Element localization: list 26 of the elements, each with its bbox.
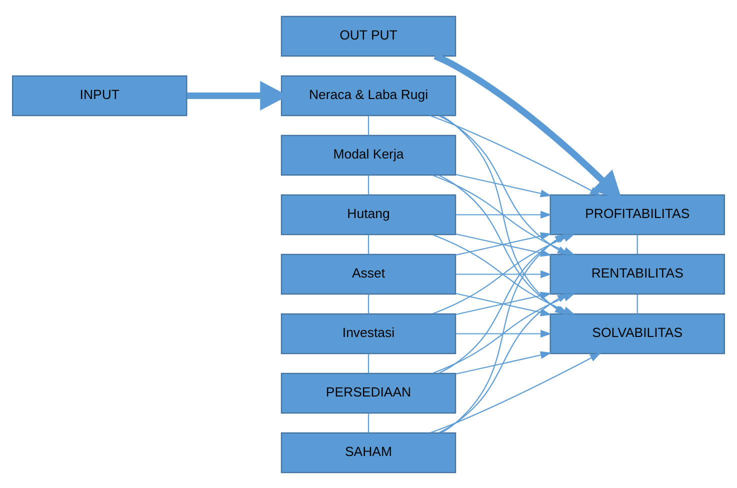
connector xyxy=(368,353,370,373)
arrow xyxy=(430,352,601,433)
connector xyxy=(368,412,370,432)
arrow xyxy=(456,270,552,278)
node-box: Investasi xyxy=(280,312,456,354)
arrow xyxy=(456,350,552,374)
connector xyxy=(368,294,370,314)
node-box: RENTABILITAS xyxy=(550,253,725,294)
node-box: OUT PUT xyxy=(280,15,456,56)
arrow xyxy=(456,210,552,218)
connector xyxy=(636,234,638,254)
node-box: Asset xyxy=(280,253,456,294)
node-box: PROFITABILITAS xyxy=(550,194,725,235)
arrow xyxy=(456,329,552,338)
connector xyxy=(368,174,370,194)
arrow xyxy=(456,173,552,197)
node-box: Modal Kerja xyxy=(280,134,456,176)
node-box: Neraca & Laba Rugi xyxy=(280,74,456,116)
connector xyxy=(368,234,370,254)
node-box: Hutang xyxy=(280,194,456,235)
node-box: SOLVABILITAS xyxy=(550,312,725,354)
connector xyxy=(636,294,638,314)
node-box: PERSEDIAAN xyxy=(280,372,456,414)
node-box: INPUT xyxy=(12,74,188,116)
node-box: SAHAM xyxy=(280,432,456,473)
connector xyxy=(368,115,370,135)
